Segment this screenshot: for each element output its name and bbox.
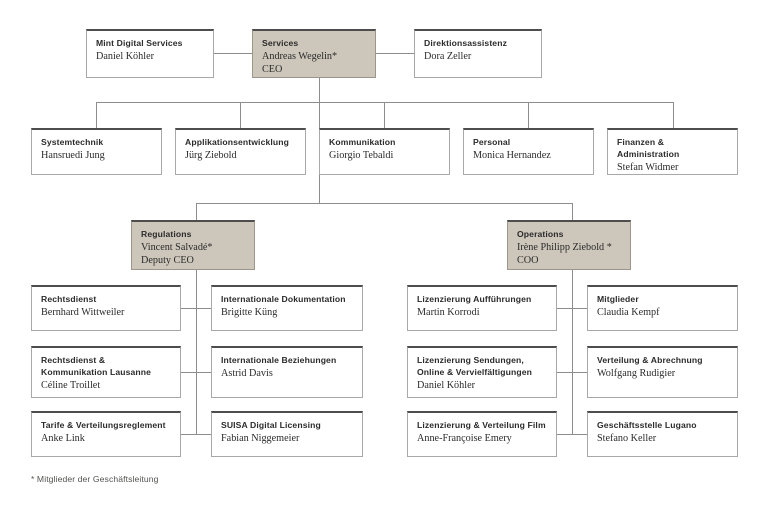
node-person: Anne-Françoise Emery [417, 432, 512, 444]
stub-operations-left-1 [557, 308, 573, 309]
node-person: Claudia Kempf [597, 306, 660, 318]
node-person: Astrid Davis [221, 367, 273, 379]
stub-operations-right-3 [572, 434, 587, 435]
node-services-ceo[interactable]: Services Andreas Wegelin* CEO [252, 29, 376, 78]
node-title: Mitglieder [597, 294, 639, 304]
node-mitglieder[interactable]: Mitglieder Claudia Kempf [587, 285, 738, 331]
node-role: Deputy CEO [141, 254, 194, 266]
connector-ceo-to-assistenz [376, 53, 414, 54]
node-title: Personal [473, 137, 511, 147]
node-systemtechnik[interactable]: Systemtechnik Hansruedi Jung [31, 128, 162, 175]
node-person: Stefan Widmer [617, 162, 679, 174]
node-title: Verteilung & Abrechnung [597, 355, 703, 365]
node-rechtsdienst-kommunikation-lausanne[interactable]: Rechtsdienst & Kommunikation Lausanne Cé… [31, 346, 181, 398]
stub-regulations-left-3 [181, 434, 197, 435]
bus-divisions [196, 203, 573, 204]
node-person: Andreas Wegelin* [262, 50, 338, 62]
node-lizenzierung-sendungen-online[interactable]: Lizenzierung Sendungen, Online & Verviel… [407, 346, 557, 398]
node-person: Bernhard Wittweiler [41, 306, 125, 318]
node-person: Stefano Keller [597, 432, 657, 444]
node-person: Hansruedi Jung [41, 149, 105, 161]
drop-kommunikation [384, 102, 385, 128]
node-title: Internationale Beziehungen [221, 355, 337, 365]
stub-operations-right-1 [572, 308, 587, 309]
node-title: Systemtechnik [41, 137, 104, 147]
node-internationale-beziehungen[interactable]: Internationale Beziehungen Astrid Davis [211, 346, 363, 398]
node-title: Mint Digital Services [96, 38, 183, 48]
node-lizenzierung-auffuehrungen[interactable]: Lizenzierung Aufführungen Martin Korrodi [407, 285, 557, 331]
node-suisa-digital-licensing[interactable]: SUISA Digital Licensing Fabian Niggemeie… [211, 411, 363, 457]
node-person: Giorgio Tebaldi [329, 149, 394, 161]
spine-operations [572, 270, 573, 435]
stub-regulations-right-2 [196, 372, 211, 373]
node-title: Lizenzierung & Verteilung Film [417, 420, 546, 430]
node-geschaeftsstelle-lugano[interactable]: Geschäftsstelle Lugano Stefano Keller [587, 411, 738, 457]
node-role: COO [517, 254, 539, 266]
footnote-geschaeftsleitung: * Mitglieder der Geschäftsleitung [31, 474, 159, 484]
node-internationale-dokumentation[interactable]: Internationale Dokumentation Brigitte Kü… [211, 285, 363, 331]
spine-regulations [196, 270, 197, 435]
node-person: Martin Korrodi [417, 306, 480, 318]
node-title: Direktionsassistenz [424, 38, 507, 48]
node-direktionsassistenz[interactable]: Direktionsassistenz Dora Zeller [414, 29, 542, 78]
stub-regulations-right-3 [196, 434, 211, 435]
node-title: Tarife & Verteilungsreglement [41, 420, 166, 430]
node-rechtsdienst[interactable]: Rechtsdienst Bernhard Wittweiler [31, 285, 181, 331]
drop-applikationsentwicklung [240, 102, 241, 128]
node-regulations[interactable]: Regulations Vincent Salvadé* Deputy CEO [131, 220, 255, 270]
node-title: Geschäftsstelle Lugano [597, 420, 697, 430]
node-person: Daniel Köhler [417, 380, 475, 392]
node-person: Jürg Ziebold [185, 149, 237, 161]
node-title: Internationale Dokumentation [221, 294, 346, 304]
node-kommunikation[interactable]: Kommunikation Giorgio Tebaldi [319, 128, 450, 175]
node-title: Lizenzierung Aufführungen [417, 294, 532, 304]
drop-finanzen [673, 102, 674, 128]
node-title: SUISA Digital Licensing [221, 420, 321, 430]
node-title: Regulations [141, 229, 192, 239]
node-role: CEO [262, 63, 283, 75]
node-person: Vincent Salvadé* [141, 241, 213, 253]
node-verteilung-abrechnung[interactable]: Verteilung & Abrechnung Wolfgang Rudigie… [587, 346, 738, 398]
node-mint-digital-services[interactable]: Mint Digital Services Daniel Köhler [86, 29, 214, 78]
node-title: Rechtsdienst [41, 294, 97, 304]
node-applikationsentwicklung[interactable]: Applikationsentwicklung Jürg Ziebold [175, 128, 306, 175]
drop-operations [572, 203, 573, 220]
drop-systemtechnik [96, 102, 97, 128]
node-finanzen-administration[interactable]: Finanzen & Administration Stefan Widmer [607, 128, 738, 175]
stub-operations-left-2 [557, 372, 573, 373]
node-lizenzierung-verteilung-film[interactable]: Lizenzierung & Verteilung Film Anne-Fran… [407, 411, 557, 457]
node-tarife-verteilungsreglement[interactable]: Tarife & Verteilungsreglement Anke Link [31, 411, 181, 457]
node-person: Wolfgang Rudigier [597, 367, 676, 379]
node-title: Applikationsentwicklung [185, 137, 289, 147]
drop-personal [528, 102, 529, 128]
node-person: Dora Zeller [424, 50, 472, 62]
stub-regulations-left-2 [181, 372, 197, 373]
node-personal[interactable]: Personal Monica Hernandez [463, 128, 594, 175]
node-title: Finanzen & Administration [617, 137, 680, 160]
stub-regulations-left-1 [181, 308, 197, 309]
node-person: Monica Hernandez [473, 149, 551, 161]
node-person: Céline Troillet [41, 380, 101, 392]
node-person: Brigitte Küng [221, 306, 278, 318]
node-person: Irène Philipp Ziebold * [517, 241, 612, 253]
stub-operations-right-2 [572, 372, 587, 373]
node-person: Fabian Niggemeier [221, 432, 300, 444]
node-title: Kommunikation [329, 137, 396, 147]
node-title: Rechtsdienst & Kommunikation Lausanne [41, 355, 152, 378]
node-title: Operations [517, 229, 564, 239]
node-person: Daniel Köhler [96, 50, 154, 62]
node-title: Services [262, 38, 299, 48]
drop-regulations [196, 203, 197, 220]
node-person: Anke Link [41, 432, 85, 444]
node-title: Lizenzierung Sendungen, Online & Verviel… [417, 355, 532, 378]
node-operations[interactable]: Operations Irène Philipp Ziebold * COO [507, 220, 631, 270]
connector-ceo-to-mint [214, 53, 252, 54]
stub-regulations-right-1 [196, 308, 211, 309]
stub-operations-left-3 [557, 434, 573, 435]
